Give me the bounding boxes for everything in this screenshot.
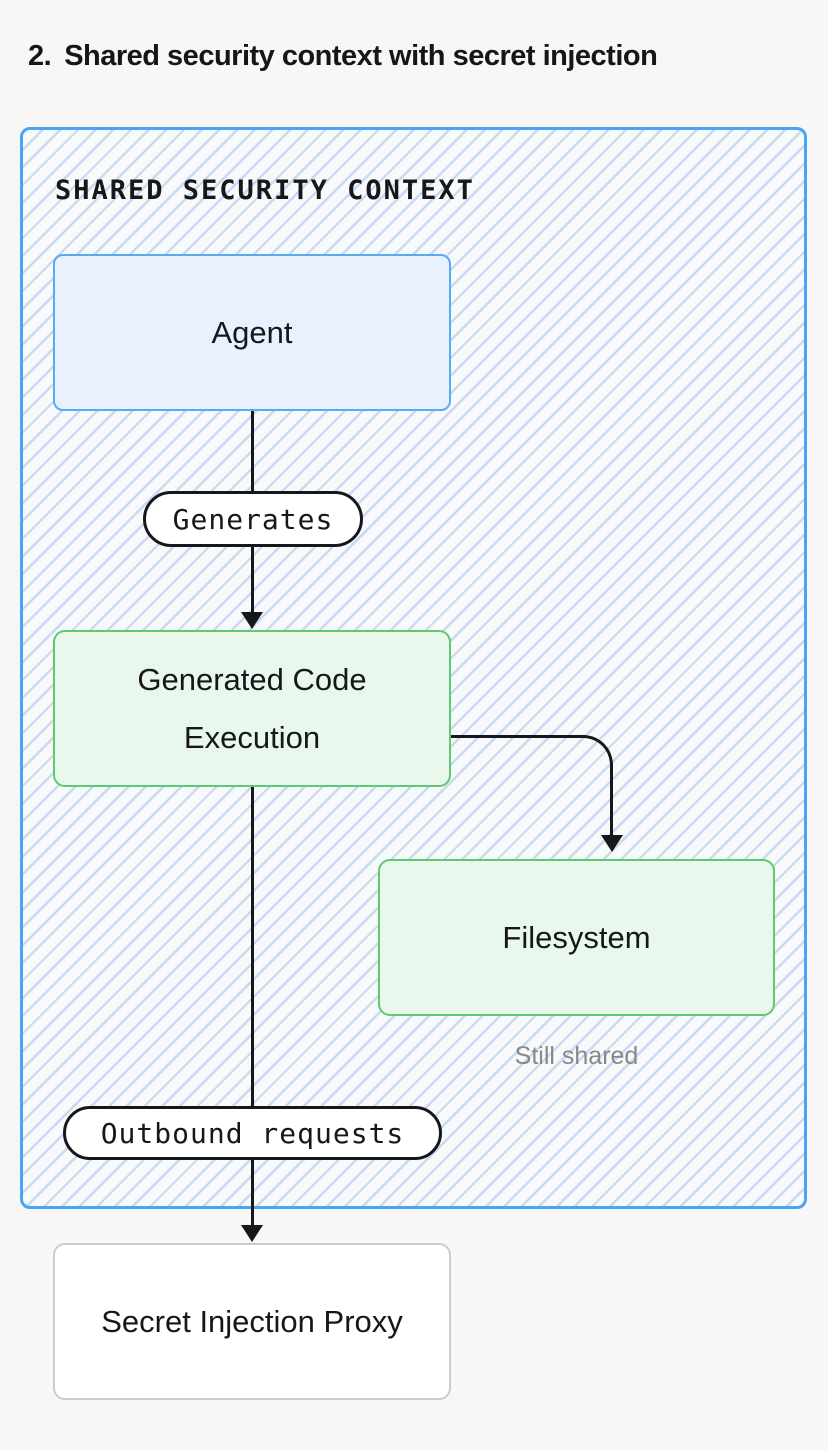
arrow-down-icon: [241, 612, 263, 629]
agent-node: Agent: [53, 254, 451, 411]
edge-line-generates-to-code: [250, 547, 254, 613]
secret-injection-proxy-node: Secret Injection Proxy: [53, 1243, 451, 1400]
diagram-title: 2. Shared security context with secret i…: [28, 40, 658, 73]
filesystem-node-label: Filesystem: [502, 919, 651, 955]
filesystem-node: Filesystem: [378, 859, 775, 1016]
generates-edge-label: Generates: [143, 491, 363, 547]
shared-security-context-label: SHARED SECURITY CONTEXT: [55, 175, 475, 206]
generates-edge-text: Generates: [172, 502, 334, 536]
title-text: Shared security context with secret inje…: [64, 40, 658, 72]
edge-line-code-to-filesystem: [451, 735, 613, 835]
generated-code-execution-label: Generated Code Execution: [137, 662, 367, 755]
secret-injection-proxy-label: Secret Injection Proxy: [101, 1303, 403, 1339]
outbound-requests-edge-text: Outbound requests: [100, 1116, 405, 1150]
edge-line-code-to-outbound: [250, 787, 254, 1107]
arrow-down-icon: [241, 1225, 263, 1242]
edge-line-outbound-to-proxy: [250, 1160, 254, 1226]
generated-code-execution-node: Generated Code Execution: [53, 630, 451, 787]
title-number: 2.: [28, 40, 52, 72]
edge-line-agent-to-generates: [250, 411, 254, 493]
arrow-down-icon: [600, 835, 623, 852]
still-shared-note: Still shared: [514, 1042, 639, 1070]
agent-node-label: Agent: [211, 314, 293, 350]
outbound-requests-edge-label: Outbound requests: [63, 1106, 442, 1160]
